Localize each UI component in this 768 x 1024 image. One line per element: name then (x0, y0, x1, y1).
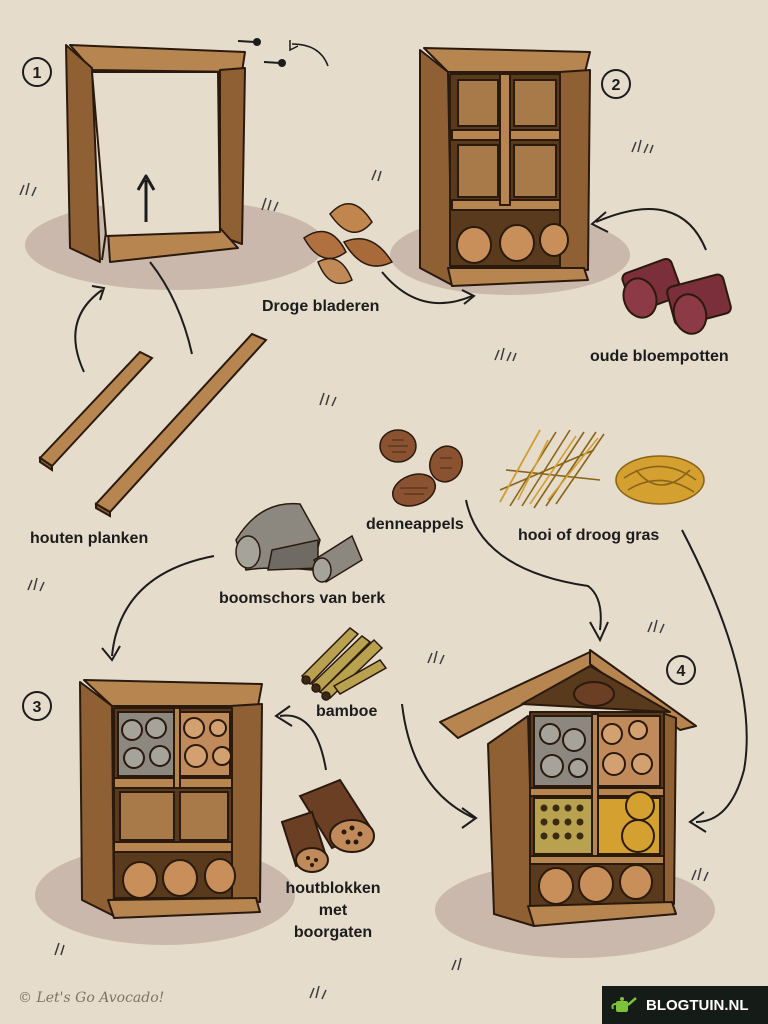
hay (499, 429, 705, 509)
step-1-frame (65, 44, 246, 263)
arrow-bamboo-to-4 (401, 703, 475, 819)
step-2-number: 2 (612, 77, 621, 94)
arrow-hay-to-4 (681, 529, 748, 823)
arrow-pinecones-to-4 (465, 499, 602, 631)
label-hooi-of-droog-gras: hooi of droog gras (518, 527, 660, 544)
step-4-number: 4 (677, 663, 686, 680)
copyright-credit: © Let's Go Avocado! (18, 990, 165, 1006)
grass-tufts (19, 139, 709, 1000)
label-boomschors-van-berk: boomschors van berk (219, 590, 386, 607)
step-3-number: 3 (33, 699, 42, 716)
step-3-badge: 3 (22, 691, 52, 721)
label-droge-bladeren: Droge bladeren (262, 298, 380, 315)
label-houten-planken: houten planken (30, 530, 149, 547)
step-1-number: 1 (33, 65, 42, 82)
step-4-hotel (439, 649, 697, 927)
label-houtblokken-line1: houtblokken (285, 880, 381, 897)
arrow-logs-to-3 (279, 714, 327, 771)
arrow-leaves-to-2 (381, 271, 473, 305)
step-1-badge: 1 (22, 57, 52, 87)
bamboo (300, 627, 388, 701)
arrow-bark-to-3 (111, 555, 215, 657)
pinecones (379, 429, 463, 507)
blogtuin-brand-text: BLOGTUIN.NL (646, 996, 749, 1014)
wooden-planks (38, 332, 268, 518)
flower-pots (621, 258, 732, 335)
step-2-badge: 2 (601, 69, 631, 99)
step-3-cabinet (79, 679, 263, 919)
label-houtblokken-line2: met boorgaten (293, 902, 373, 941)
birch-bark (235, 502, 363, 584)
step-badges: 1 2 3 4 (22, 57, 696, 721)
label-bamboe: bamboe (316, 703, 378, 720)
label-denneappels: denneappels (366, 516, 464, 533)
nails (237, 38, 329, 67)
logs-with-holes (280, 778, 375, 873)
arrow-pots-to-2 (595, 208, 707, 251)
label-oude-bloempotten: oude bloempotten (590, 348, 729, 365)
step-2-cabinet (419, 47, 591, 287)
label-houtblokken: houtblokken met boorgaten (278, 878, 388, 944)
arrows-step-1 (74, 261, 193, 373)
watering-can-icon (602, 986, 646, 1024)
blogtuin-badge[interactable]: BLOGTUIN.NL (602, 986, 768, 1024)
step-4-badge: 4 (666, 655, 696, 685)
dry-leaves (303, 203, 394, 285)
